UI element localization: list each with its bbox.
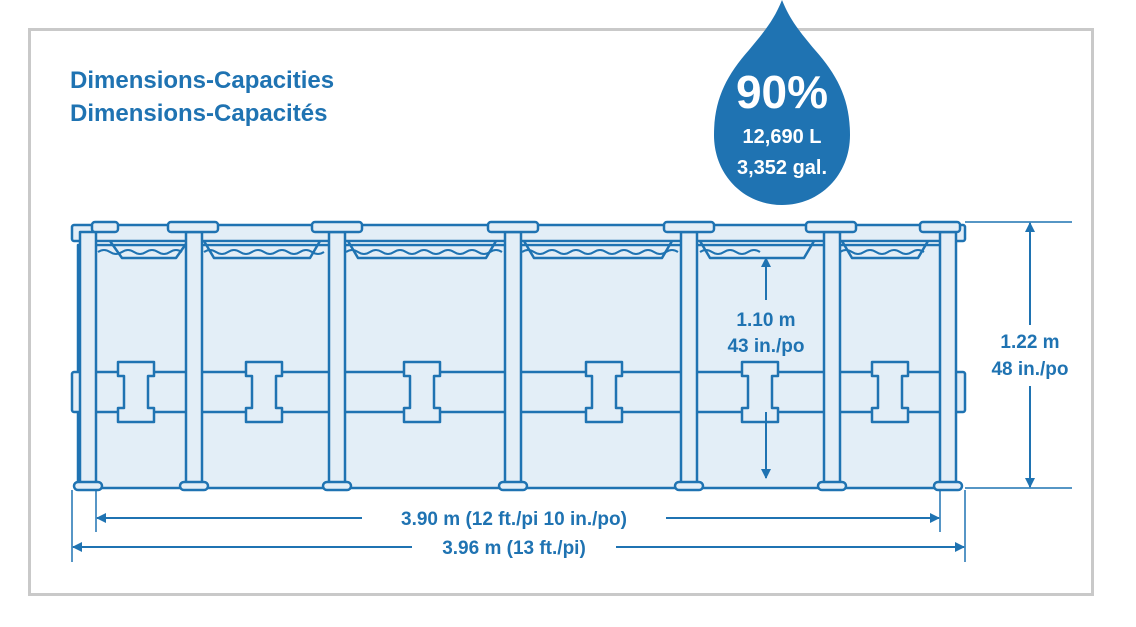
water-height-dimension: 1.10 m 43 in./po <box>727 257 805 479</box>
outer-width-dimension: 3.96 m (13 ft./pi) <box>71 490 966 562</box>
pool-illustration <box>70 220 967 492</box>
inner-width-dimension: 3.90 m (12 ft./pi 10 in./po) <box>95 490 941 532</box>
water-height-metric: 1.10 m <box>736 310 795 331</box>
capacity-liters: 12,690 L <box>743 126 822 148</box>
water-drop-icon: 90% 12,690 L 3,352 gal. <box>714 0 850 205</box>
title-french: Dimensions-Capacités <box>70 100 328 127</box>
water-height-imperial: 43 in./po <box>727 336 804 357</box>
capacity-gallons: 3,352 gal. <box>737 157 827 179</box>
title-english: Dimensions-Capacities <box>70 67 335 94</box>
capacity-percent: 90% <box>736 66 828 118</box>
pool-height-metric: 1.22 m <box>1000 332 1059 353</box>
pool-height-dimension: 1.22 m 48 in./po <box>965 221 1072 489</box>
pool-height-imperial: 48 in./po <box>991 359 1068 380</box>
outer-width-label: 3.96 m (13 ft./pi) <box>442 538 586 559</box>
diagram-frame <box>28 28 1094 596</box>
inner-width-label: 3.90 m (12 ft./pi 10 in./po) <box>401 509 627 530</box>
